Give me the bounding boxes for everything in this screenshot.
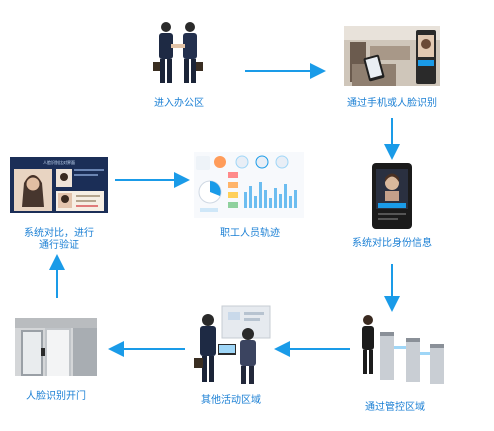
face-terminal-icon [372,163,412,229]
office-entrance-image [15,318,97,376]
businessmen-handshake-icon [153,22,203,83]
label-other-activity: 其他活动区域 [201,395,261,406]
label-compare-identity: 系统对比身份信息 [352,238,432,249]
face-photos [14,169,104,211]
label-enter-office: 进入办公区 [154,98,204,109]
screen-title: 人脸识别比对界面 [43,160,75,165]
face-compare-screen: 人脸识别比对界面 [10,157,108,213]
turnstile-gate-icon [362,315,444,384]
staff-track-dashboard [194,152,304,218]
label-phone-face-id: 通过手机或人脸识别 [347,98,437,109]
label-system-verify-line2: 通行验证 [39,240,79,251]
office-face-terminal-image [344,26,440,86]
label-staff-track: 职工人员轨迹 [220,228,280,239]
label-pass-control-area: 通过管控区域 [365,402,425,413]
label-face-open-door: 人脸识别开门 [26,391,86,402]
business-meeting-icon [194,305,271,384]
label-system-verify-line1: 系统对比，进行 [24,228,94,239]
